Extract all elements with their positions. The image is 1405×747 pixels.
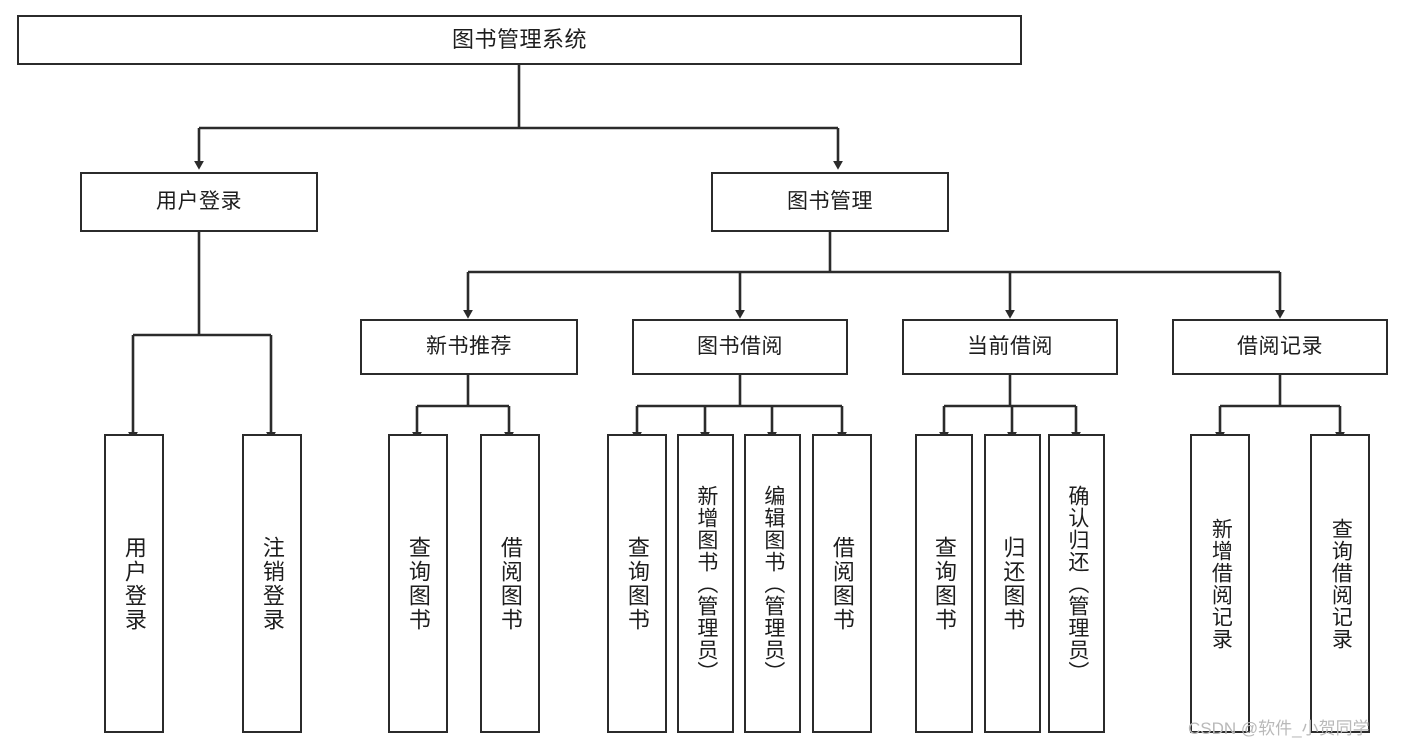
node-leaf-user-login-label: 用户登录 <box>121 535 147 632</box>
node-leaf-query-record[interactable]: 查询借阅记录 <box>1310 434 1370 733</box>
node-current-borrow[interactable]: 当前借阅 <box>902 319 1118 375</box>
node-leaf-borrow-book-2-label: 借阅图书 <box>829 535 855 632</box>
node-leaf-logout[interactable]: 注销登录 <box>242 434 302 733</box>
node-leaf-logout-label: 注销登录 <box>259 535 285 632</box>
node-user-login[interactable]: 用户登录 <box>80 172 318 232</box>
node-book-borrow[interactable]: 图书借阅 <box>632 319 848 375</box>
node-leaf-add-book[interactable]: 新增图书（管理员） <box>677 434 734 733</box>
node-leaf-borrow-book-2[interactable]: 借阅图书 <box>812 434 872 733</box>
node-leaf-user-login[interactable]: 用户登录 <box>104 434 164 733</box>
node-root[interactable]: 图书管理系统 <box>17 15 1022 65</box>
node-leaf-query-book-2[interactable]: 查询图书 <box>607 434 667 733</box>
node-book-manage-label: 图书管理 <box>787 189 873 213</box>
node-leaf-add-record-label: 新增借阅记录 <box>1209 517 1233 650</box>
node-leaf-query-book-3-label: 查询图书 <box>931 535 957 632</box>
node-leaf-query-book-1[interactable]: 查询图书 <box>388 434 448 733</box>
node-leaf-confirm-return[interactable]: 确认归还（管理员） <box>1048 434 1105 733</box>
node-leaf-edit-book[interactable]: 编辑图书（管理员） <box>744 434 801 733</box>
node-book-manage[interactable]: 图书管理 <box>711 172 949 232</box>
node-borrow-record-label: 借阅记录 <box>1237 334 1323 358</box>
node-leaf-query-record-label: 查询借阅记录 <box>1329 517 1353 650</box>
node-leaf-return-book[interactable]: 归还图书 <box>984 434 1041 733</box>
node-current-borrow-label: 当前借阅 <box>967 334 1053 358</box>
node-leaf-edit-book-label: 编辑图书（管理员） <box>761 484 785 683</box>
node-leaf-query-book-2-label: 查询图书 <box>624 535 650 632</box>
node-new-book-rec[interactable]: 新书推荐 <box>360 319 578 375</box>
node-leaf-confirm-return-label: 确认归还（管理员） <box>1065 484 1089 683</box>
node-book-borrow-label: 图书借阅 <box>697 334 783 358</box>
node-leaf-borrow-book-1[interactable]: 借阅图书 <box>480 434 540 733</box>
node-leaf-add-book-label: 新增图书（管理员） <box>694 484 718 683</box>
node-leaf-query-book-1-label: 查询图书 <box>405 535 431 632</box>
node-leaf-return-book-label: 归还图书 <box>1000 535 1026 632</box>
node-user-login-label: 用户登录 <box>156 189 242 213</box>
node-leaf-query-book-3[interactable]: 查询图书 <box>915 434 973 733</box>
node-leaf-borrow-book-1-label: 借阅图书 <box>497 535 523 632</box>
node-root-label: 图书管理系统 <box>451 27 587 53</box>
csdn-watermark: CSDN @软件_小贺同学 <box>1188 719 1370 738</box>
node-borrow-record[interactable]: 借阅记录 <box>1172 319 1388 375</box>
node-new-book-rec-label: 新书推荐 <box>426 334 512 358</box>
node-leaf-add-record[interactable]: 新增借阅记录 <box>1190 434 1250 733</box>
